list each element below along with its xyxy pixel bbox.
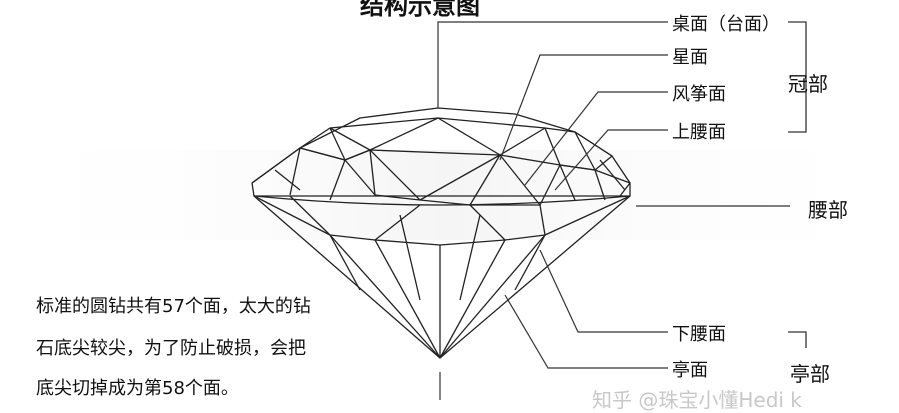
leader-upper-girdle bbox=[554, 129, 668, 191]
label-upper-girdle: 上腰面 bbox=[672, 122, 726, 143]
girdle-band bbox=[251, 182, 631, 197]
background-band bbox=[0, 150, 899, 240]
note-line-2: 石底尖较尖，为了防止破损，会把 bbox=[36, 338, 306, 359]
leader-star bbox=[499, 54, 668, 161]
crown-bracket bbox=[788, 21, 807, 133]
note-line-1: 标准的圆钻共有57个面，太大的钻 bbox=[36, 296, 311, 317]
brackets bbox=[788, 21, 807, 348]
label-pavilion-main: 亭面 bbox=[672, 360, 708, 381]
group-girdle: 腰部 bbox=[808, 198, 848, 222]
leader-kite bbox=[524, 91, 668, 186]
label-lower-girdle: 下腰面 bbox=[672, 324, 726, 345]
leader-lines bbox=[437, 21, 790, 400]
label-star: 星面 bbox=[672, 47, 708, 68]
watermark: 知乎 @珠宝小懂Hedi k bbox=[592, 388, 802, 412]
note-line-3: 底尖切掉成为第58个面。 bbox=[36, 378, 239, 399]
leader-pavilion-main bbox=[504, 294, 668, 369]
label-kite: 风筝面 bbox=[672, 84, 726, 105]
diamond-drawing bbox=[251, 107, 631, 359]
group-crown: 冠部 bbox=[788, 72, 828, 96]
group-pavilion: 亭部 bbox=[790, 362, 830, 386]
girdle-lower-edge bbox=[253, 195, 631, 206]
diamond-illustration bbox=[0, 21, 899, 400]
pavilion-bracket bbox=[788, 331, 807, 348]
diagram-title: 结构示意图 bbox=[360, 0, 480, 20]
label-table: 桌面（台面） bbox=[672, 14, 780, 35]
leader-lower-girdle bbox=[539, 249, 668, 333]
leader-table bbox=[437, 21, 668, 108]
